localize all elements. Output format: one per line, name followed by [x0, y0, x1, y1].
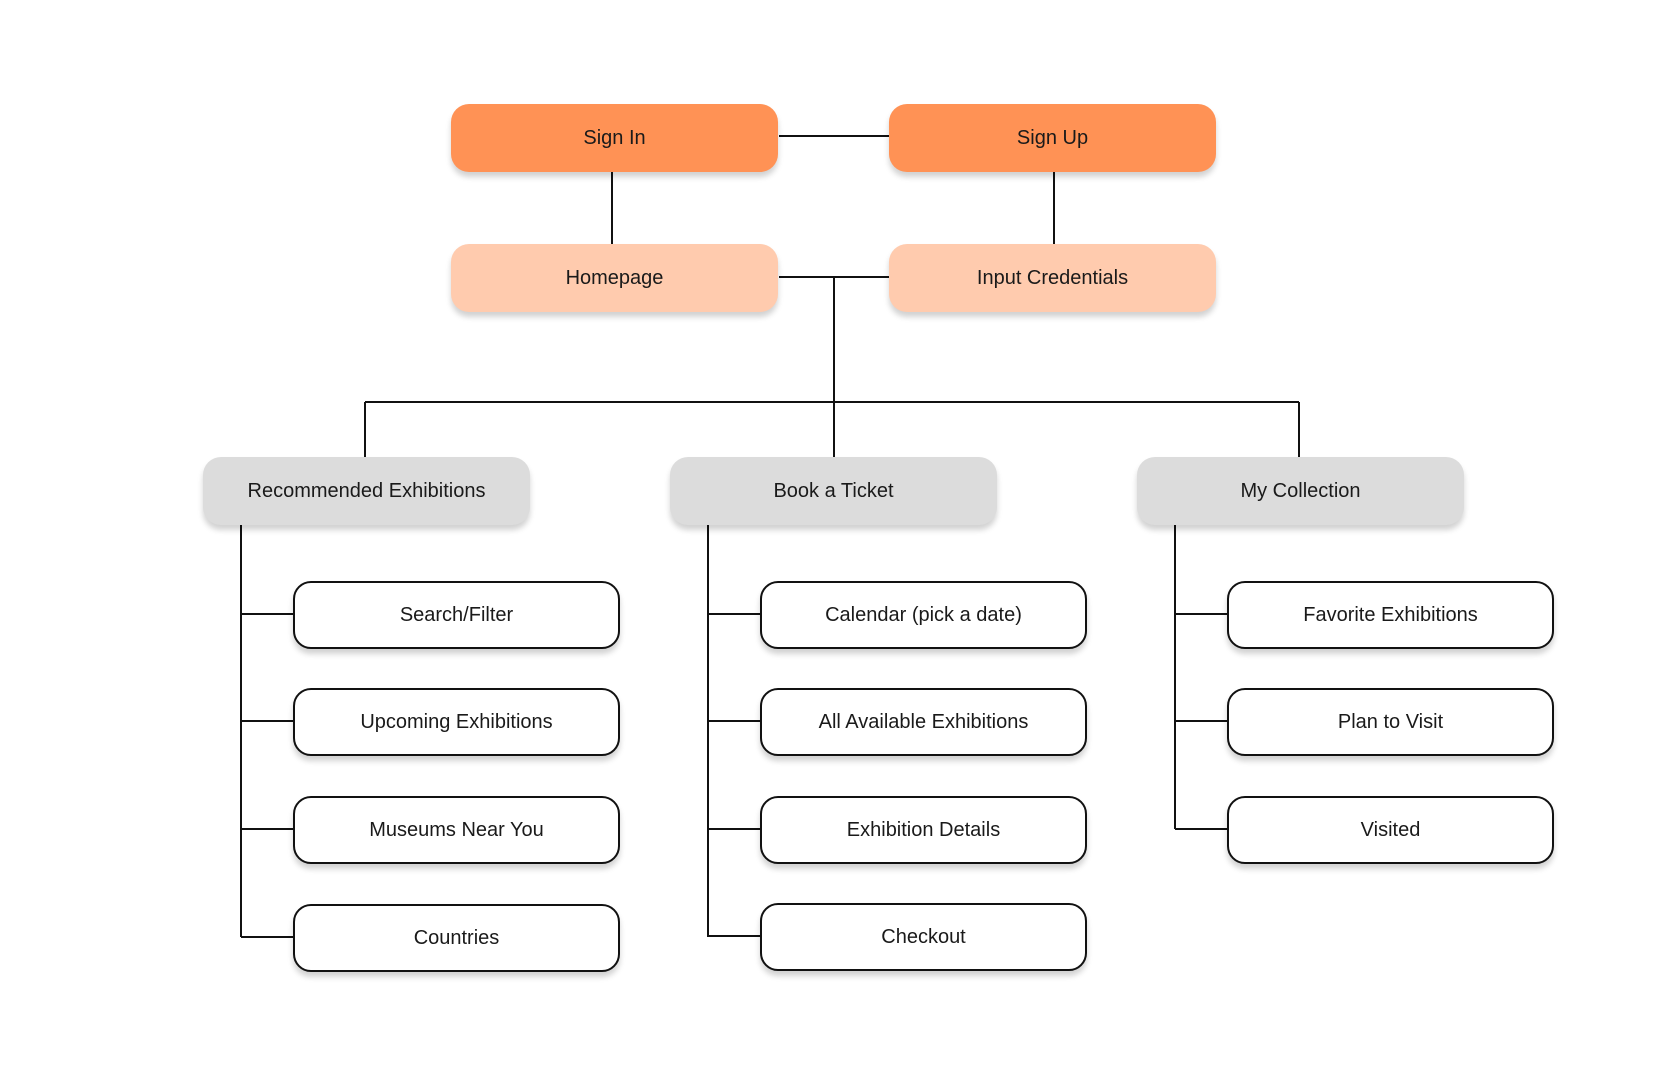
leaf-favorite-exhibitions: Favorite Exhibitions — [1227, 581, 1554, 649]
leaf-upcoming-exhibitions: Upcoming Exhibitions — [293, 688, 620, 756]
category-my-collection: My Collection — [1137, 457, 1464, 525]
leaf-visited: Visited — [1227, 796, 1554, 864]
leaf-calendar: Calendar (pick a date) — [760, 581, 1087, 649]
input-credentials-node: Input Credentials — [889, 244, 1216, 312]
leaf-exhibition-details: Exhibition Details — [760, 796, 1087, 864]
leaf-plan-to-visit: Plan to Visit — [1227, 688, 1554, 756]
sign-in-node: Sign In — [451, 104, 778, 172]
leaf-countries: Countries — [293, 904, 620, 972]
leaf-checkout: Checkout — [760, 903, 1087, 971]
homepage-node: Homepage — [451, 244, 778, 312]
sign-up-node: Sign Up — [889, 104, 1216, 172]
category-book-a-ticket: Book a Ticket — [670, 457, 997, 525]
leaf-museums-near-you: Museums Near You — [293, 796, 620, 864]
category-recommended-exhibitions: Recommended Exhibitions — [203, 457, 530, 525]
leaf-search-filter: Search/Filter — [293, 581, 620, 649]
leaf-all-available-exhibitions: All Available Exhibitions — [760, 688, 1087, 756]
